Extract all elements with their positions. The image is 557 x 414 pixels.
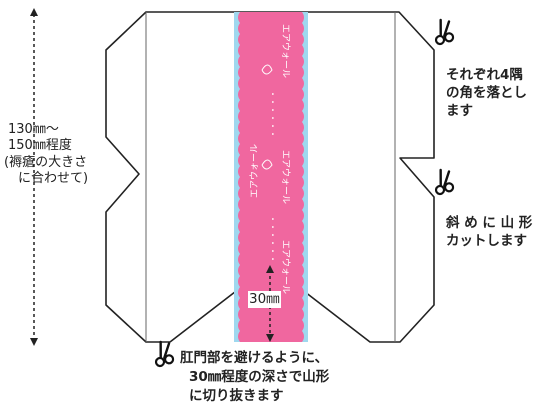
pink-strip [238,12,304,342]
brand-print-1: エアウォール [280,24,291,78]
instruction-sides: 斜 め に 山 形 カットします [446,214,532,250]
instruction-corners-line1: それぞれ4隅 [446,67,523,83]
instruction-bottom: 肛門部を避けるように、 30㎜程度の深さで山形 に切り抜きます [180,349,329,406]
instruction-sides-line1: 斜 め に 山 形 [446,215,533,231]
scissors-icon [434,18,455,46]
dots-print-1: ・・・・・・ [268,90,277,138]
strip-print: エアウォール エアウォール エアウォール エアウォール ・・・・・・ ・・・・・… [249,24,291,294]
scissors-icon [154,340,175,368]
notch-depth-label: 30㎜ [248,291,281,308]
instruction-bottom-line2: 30㎜程度の深さで山形 [189,368,330,385]
dimension-note-line4: に合わせて) [18,170,89,186]
dimension-note-line2: 150㎜程度 [8,138,72,154]
instruction-corners: それぞれ4隅 の角を落とし ます [446,66,527,121]
dimension-note-line1: 130㎜～ [8,122,59,137]
instruction-corners-line3: ます [446,103,473,120]
brand-print-2: エアウォール [280,150,291,204]
dots-print-2: ・・・・・・ [268,215,277,263]
heart-swirl-1 [261,64,273,75]
pad-inner-lines [145,12,396,342]
dimension-arrow [30,8,38,346]
instruction-corners-line2: の角を落とし [446,85,527,102]
dimension-note: 130㎜～ 150㎜程度 (褥瘡の大きさ に合わせて) [4,122,88,187]
brand-print-4: エアウォール [280,240,291,294]
instruction-bottom-line3: に切り抜きます [189,387,284,404]
brand-print-3: エアウォール [249,144,260,198]
scissors-icon [434,168,455,196]
dimension-note-line3: (褥瘡の大きさ [4,154,88,170]
heart-swirl-2 [261,159,273,170]
instruction-bottom-line1: 肛門部を避けるように、 [180,350,329,366]
instruction-sides-line2: カットします [446,233,527,250]
